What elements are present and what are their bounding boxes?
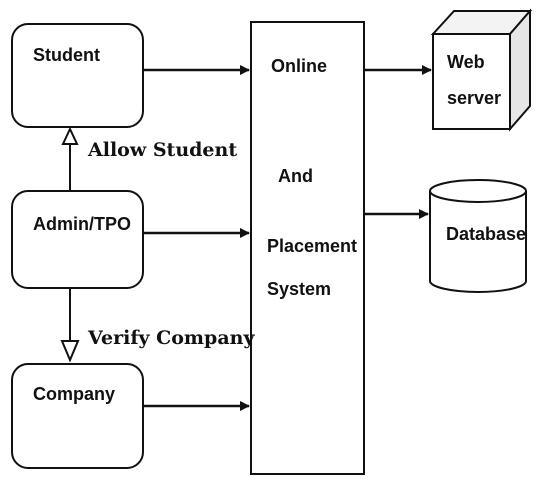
- admin-tpo-box: [11, 190, 144, 289]
- admin-tpo-label: Admin/TPO: [33, 214, 131, 234]
- online-placement-system-box: [250, 21, 365, 475]
- allow-student-connector: [61, 126, 79, 191]
- allow-student-arrowhead: [61, 126, 79, 145]
- web-server-front-face: [432, 33, 511, 130]
- web-server-label-line2: server: [447, 88, 502, 108]
- database-body: [429, 191, 527, 293]
- web-server-label-line1: Web: [447, 52, 485, 72]
- system-label-online: Online: [271, 56, 328, 76]
- web-server-cube: [430, 8, 533, 132]
- verify-company-arrowhead: [60, 340, 80, 363]
- verify-company-connector: [60, 288, 80, 363]
- verify-company-label: Verify Company: [88, 327, 255, 349]
- system-label-placement: Placement: [267, 236, 358, 256]
- database-cylinder: [429, 179, 527, 293]
- database-top: [429, 179, 527, 203]
- student-box: [11, 23, 144, 128]
- database-label: Database: [446, 224, 527, 244]
- student-label: Student: [33, 45, 100, 65]
- company-box: [11, 363, 144, 469]
- system-label-system: System: [267, 279, 332, 299]
- allow-student-label: Allow Student: [88, 139, 238, 161]
- company-label: Company: [33, 384, 116, 404]
- system-label-and: And: [278, 166, 313, 186]
